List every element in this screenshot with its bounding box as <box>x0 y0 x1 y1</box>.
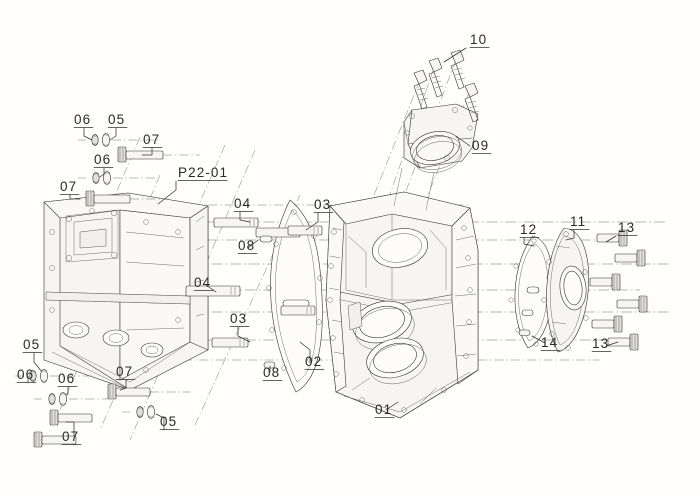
callout-label-text: 06 <box>74 112 91 127</box>
callout-label-text: 07 <box>62 429 79 444</box>
callout-label-text: 04 <box>194 275 211 290</box>
callout-label-text: 03 <box>230 311 247 326</box>
callout-label-14: 14 <box>540 335 561 351</box>
callout-label-text: 14 <box>541 335 558 350</box>
callout-label-text: 06 <box>17 367 34 382</box>
callout-label-p22-01: P22-01 <box>177 165 228 181</box>
part-p22-01-left-crankcase-half <box>43 192 209 391</box>
flange-bolt-07-e <box>107 383 151 400</box>
callout-label-04: 04 <box>193 275 214 291</box>
washer-05-a <box>102 133 110 147</box>
washer-05-d <box>59 392 67 406</box>
callout-label-07: 07 <box>59 179 80 195</box>
callout-label-06: 06 <box>16 367 37 383</box>
callout-label-02: 02 <box>304 354 325 370</box>
callout-label-12: 12 <box>519 222 540 238</box>
part-13-hex-flange-bolts <box>589 229 648 351</box>
fasteners-bottom-left <box>14 352 190 448</box>
callout-label-07: 07 <box>142 132 163 148</box>
callout-label-13: 13 <box>617 220 638 236</box>
washer-05-b <box>103 171 111 185</box>
callout-label-text: P22-01 <box>178 165 228 180</box>
washer-05-e <box>147 405 155 419</box>
nut-06-e <box>136 406 144 418</box>
callout-label-06: 06 <box>57 371 78 387</box>
callout-label-13: 13 <box>591 336 612 352</box>
fasteners-top-left <box>69 127 200 207</box>
callout-label-06: 06 <box>93 152 114 168</box>
part-03-short-bolts <box>211 225 323 348</box>
callout-label-text: 12 <box>520 222 537 237</box>
callout-label-text: 11 <box>570 214 586 229</box>
callout-label-text: 07 <box>143 132 160 147</box>
flange-bolt-07-c <box>49 409 93 426</box>
callout-label-07: 07 <box>115 364 136 380</box>
callout-label-01: 01 <box>374 402 395 418</box>
callout-label-08: 08 <box>262 365 283 381</box>
callout-label-text: 05 <box>160 414 177 429</box>
callout-label-text: 05 <box>108 112 125 127</box>
callout-label-11: 11 <box>569 214 590 230</box>
part-12-end-cover-gasket <box>508 235 554 349</box>
nut-06-a <box>91 134 99 146</box>
callout-label-07: 07 <box>61 429 82 445</box>
part-08-dowel-pins <box>259 235 276 369</box>
callout-label-text: 07 <box>60 179 77 194</box>
nut-06-b <box>92 172 100 184</box>
part-14-cover-dowel-pin <box>518 329 531 336</box>
callout-label-text: 06 <box>94 152 111 167</box>
part-09-cylinder-flange-housing <box>403 103 479 173</box>
callout-label-text: 10 <box>470 32 487 47</box>
callout-label-text: 03 <box>314 197 331 212</box>
part-10-stud-bolts <box>413 49 480 123</box>
washer-05-c <box>40 369 48 383</box>
callout-label-09: 09 <box>471 138 492 154</box>
callout-label-text: 13 <box>618 220 635 235</box>
callout-label-text: 05 <box>23 337 40 352</box>
callout-label-text: 08 <box>238 238 255 253</box>
callout-label-04: 04 <box>233 196 254 212</box>
nut-06-d <box>48 393 56 405</box>
part-01-crankcase-main-housing <box>325 167 479 419</box>
dowel-pin-lower <box>263 361 276 369</box>
nut-06-c <box>29 370 37 382</box>
callout-label-08: 08 <box>237 238 258 254</box>
callout-leaders <box>157 47 619 411</box>
callout-label-text: 08 <box>263 365 280 380</box>
part-11-end-cover <box>541 227 589 353</box>
flange-bolt-07-d <box>33 431 77 448</box>
callout-label-text: 01 <box>375 402 392 417</box>
callout-label-text: 13 <box>592 336 609 351</box>
callout-label-text: 04 <box>234 196 251 211</box>
dowel-pin-upper <box>259 235 273 243</box>
callout-label-text: 02 <box>305 354 322 369</box>
callout-label-05: 05 <box>22 337 43 353</box>
callout-label-text: 06 <box>58 371 75 386</box>
callout-label-06: 06 <box>73 112 94 128</box>
callout-label-05: 05 <box>107 112 128 128</box>
callout-label-text: 07 <box>116 364 133 379</box>
flange-bolt-07-b <box>85 190 131 207</box>
callout-label-text: 09 <box>472 138 489 153</box>
callout-label-03: 03 <box>229 311 250 327</box>
callout-label-10: 10 <box>469 32 490 48</box>
callout-label-03: 03 <box>313 197 334 213</box>
part-04-long-bolts <box>185 217 301 297</box>
part-02-crankcase-gasket <box>266 199 323 393</box>
callout-label-05: 05 <box>159 414 180 430</box>
